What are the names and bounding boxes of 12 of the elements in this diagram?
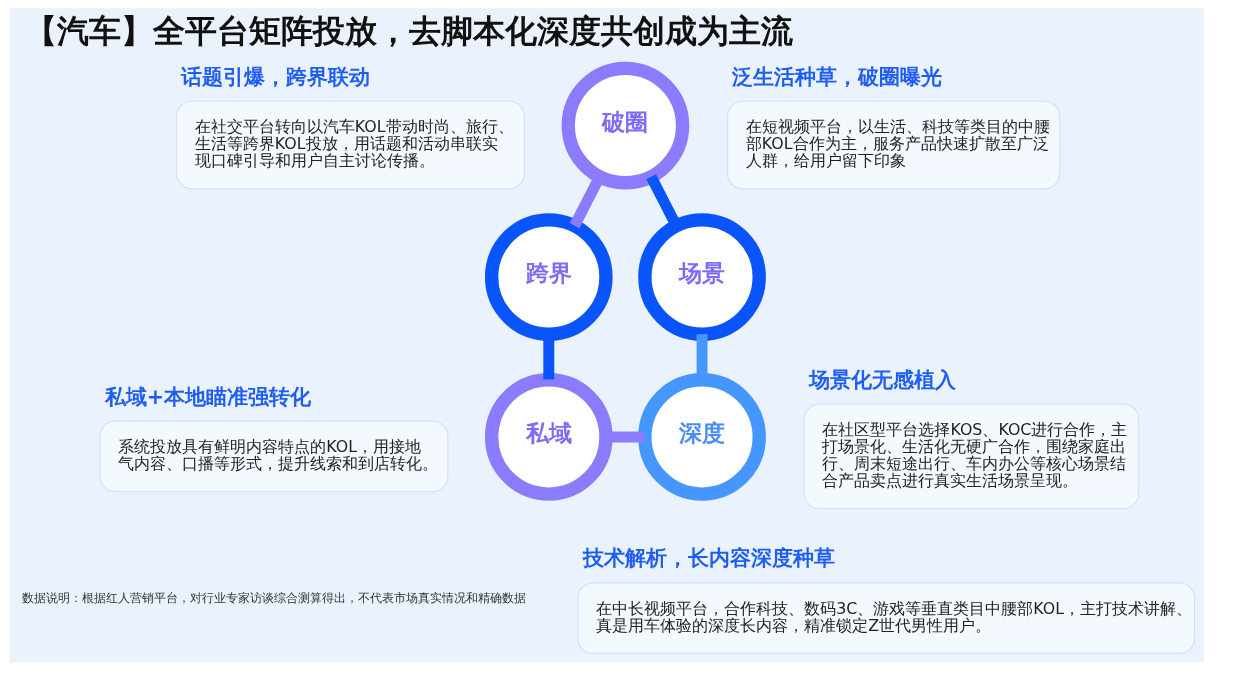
node-circle: 私域 <box>484 373 613 501</box>
node-circle: 场景 <box>638 213 766 341</box>
node-circle: 破圈 <box>561 61 690 190</box>
node-label: 泛生活种草，破圈曝光 <box>732 64 943 89</box>
node-circle: 深度 <box>638 373 766 501</box>
node-label: 场景化无感植入 <box>809 367 957 392</box>
node-label: 技术解析，长内容深度种草 <box>582 546 835 571</box>
diagram-title: 【汽车】全平台矩阵投放，去脚本化深度共创成为主流 <box>24 13 793 50</box>
label: 数据说明：根据红人营销平台，对行业专家访谈综合测算得出，不代表市场真实情况和精确数据 <box>21 590 526 605</box>
node-label: 话题引爆，跨界联动 <box>181 64 371 89</box>
node-label: 私域+本地瞄准强转化 <box>104 384 312 409</box>
node-circle: 跨界 <box>484 213 613 341</box>
